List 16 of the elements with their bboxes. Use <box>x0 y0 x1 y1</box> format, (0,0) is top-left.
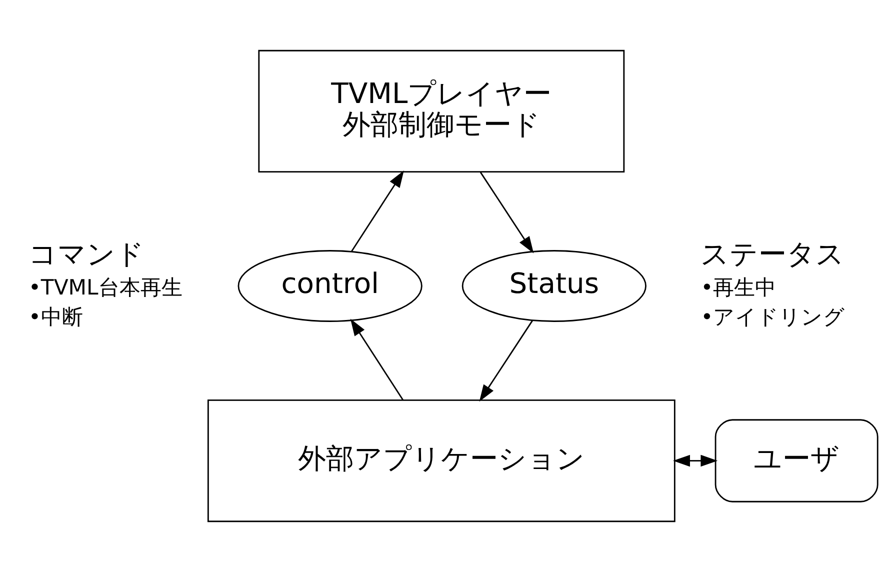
node-box: TVMLプレイヤー 外部制御モード <box>258 50 625 173</box>
node-box: 外部アプリケーション <box>207 399 676 522</box>
label: •アイドリング <box>700 304 846 330</box>
label: •再生中 <box>700 274 776 300</box>
label: コマンド <box>28 237 144 270</box>
label: •TVML台本再生 <box>28 274 182 300</box>
node-ellipse: Status <box>462 250 646 322</box>
label: ステータス <box>700 237 845 270</box>
arrow <box>673 454 718 467</box>
label: •中断 <box>28 304 83 330</box>
arrow <box>350 170 404 252</box>
node-box: ユーザ <box>714 419 878 502</box>
arrow <box>479 320 534 402</box>
arrow <box>350 318 404 400</box>
node-ellipse: control <box>238 250 422 322</box>
arrow <box>480 172 534 254</box>
